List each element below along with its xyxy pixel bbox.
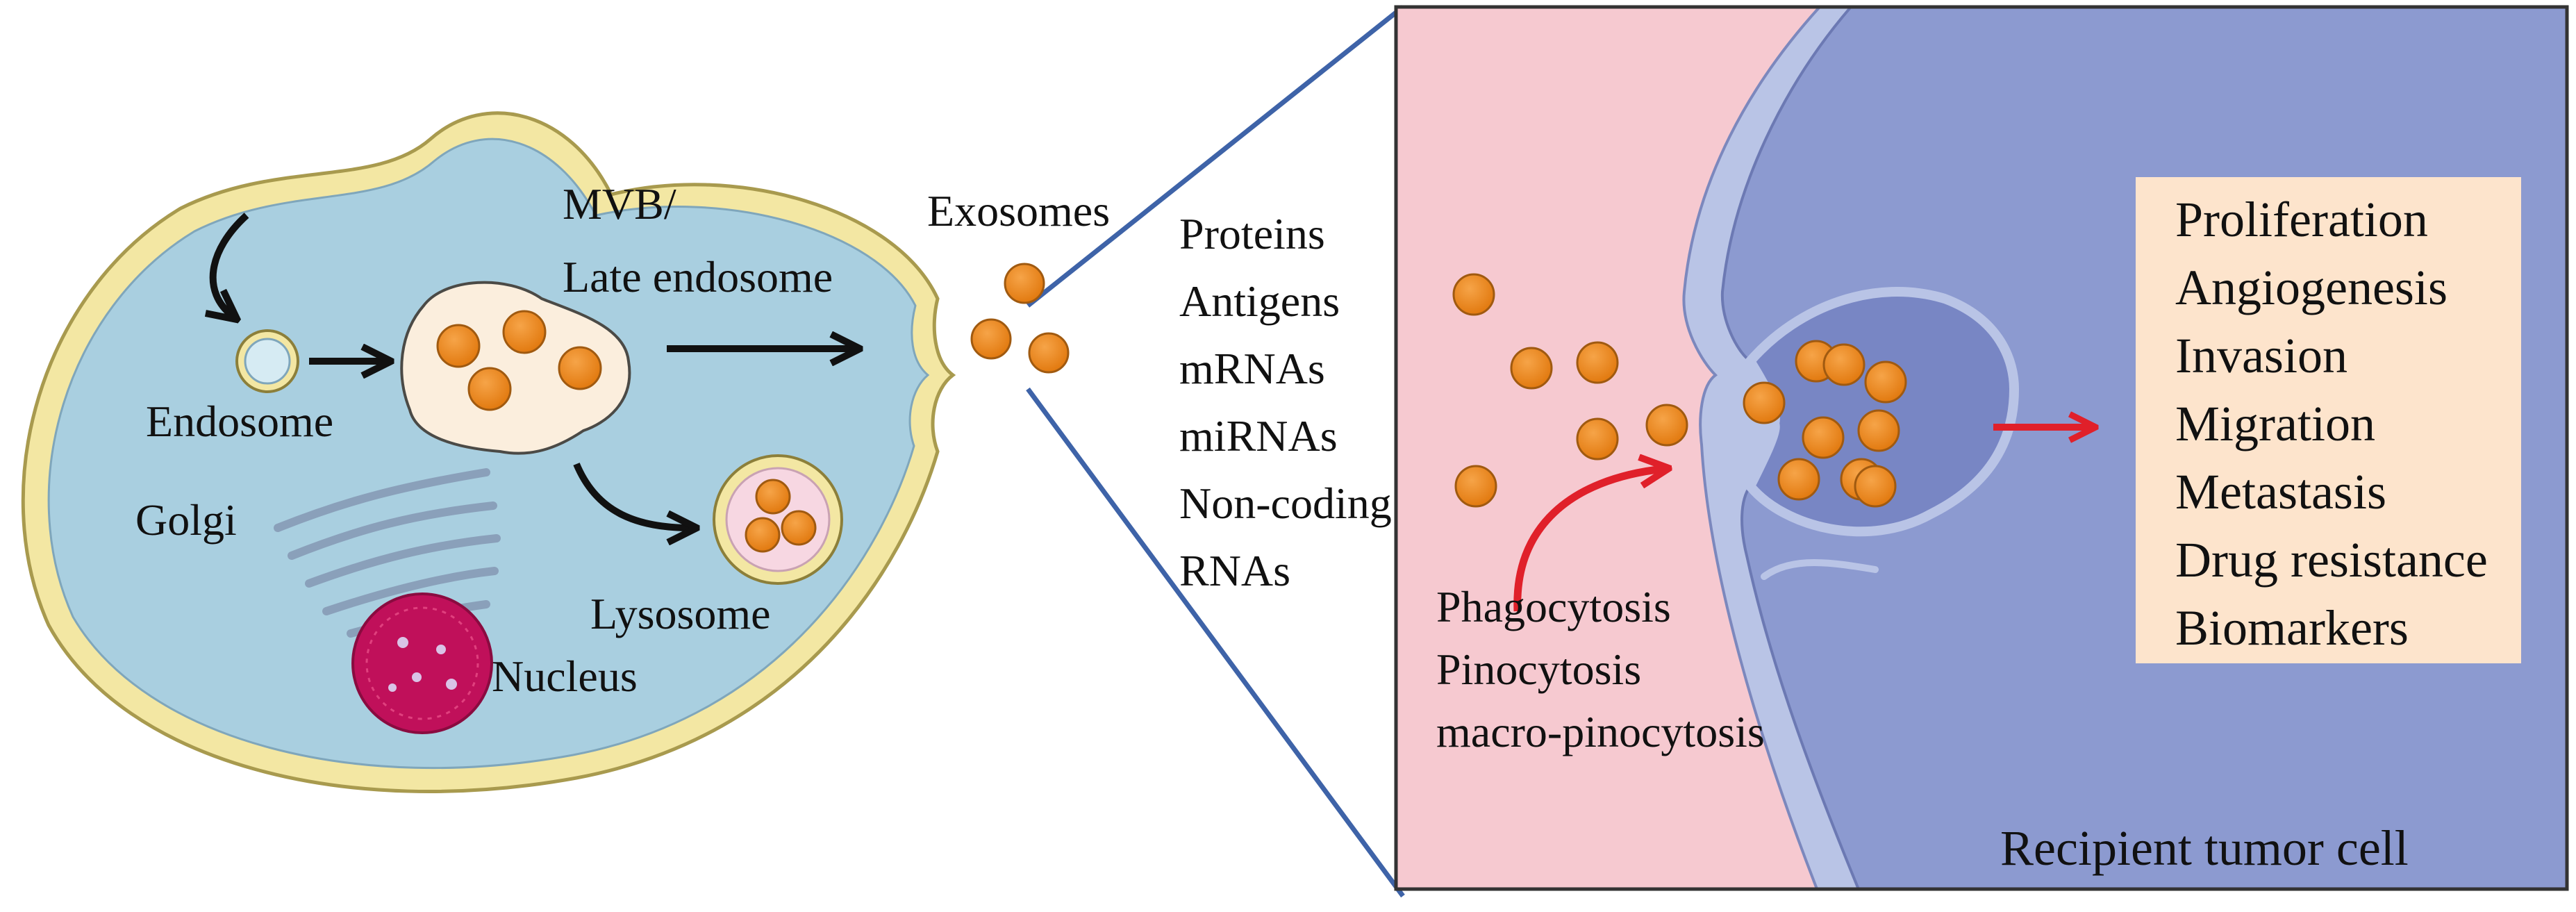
cargo-item: miRNAs (1179, 411, 1338, 461)
exosome-vesicle (755, 479, 791, 515)
panel-exosomes (1452, 273, 1907, 508)
exosome-vesicle (1004, 263, 1045, 304)
effect-item: Angiogenesis (2175, 260, 2448, 315)
effect-item: Proliferation (2175, 192, 2428, 247)
exosome-vesicle (1822, 343, 1865, 386)
exosome-vesicle (1802, 416, 1845, 459)
effect-item: Biomarkers (2175, 600, 2409, 656)
exosome-vesicle (1645, 404, 1688, 447)
effects-list: Proliferation Angiogenesis Invasion Migr… (2175, 192, 2488, 656)
label-lysosome: Lysosome (590, 589, 771, 638)
exosome-vesicle (1452, 273, 1495, 316)
arrow-to-endosome (213, 213, 249, 316)
cargo-item: RNAs (1179, 546, 1290, 595)
exosome-vesicle (502, 310, 547, 354)
label-endosome: Endosome (146, 397, 333, 446)
arrow-to-lysosome (573, 463, 691, 528)
nucleus (351, 592, 493, 734)
cargo-item: Proteins (1179, 209, 1325, 258)
exosome-vesicle (436, 324, 481, 368)
donor-exosomes (436, 310, 817, 553)
uptake-item: Phagocytosis (1436, 582, 1671, 631)
label-recipient-cell: Recipient tumor cell (2000, 820, 2409, 876)
exosome-vesicle (467, 367, 512, 411)
exosome-vesicle (745, 517, 781, 553)
effect-item: Metastasis (2175, 464, 2386, 520)
effect-item: Drug resistance (2175, 532, 2488, 588)
effect-item: Invasion (2175, 328, 2348, 383)
cargo-item: Non-coding (1179, 479, 1392, 528)
zoom-panel-frame (1394, 5, 2569, 891)
label-mvb: MVB/ (563, 179, 676, 229)
exosome-vesicle (781, 510, 817, 546)
cargo-item: mRNAs (1179, 344, 1325, 393)
exosome-vesicle (1576, 341, 1619, 384)
exosome-vesicle (1028, 332, 1070, 374)
cargo-list: Proteins Antigens mRNAs miRNAs Non-codin… (1179, 209, 1392, 595)
cargo-item: Antigens (1179, 276, 1340, 326)
effects-box (2136, 177, 2521, 663)
exosome-vesicle (1777, 458, 1820, 501)
exosome-vesicle (1743, 381, 1786, 424)
label-exosomes: Exosomes (927, 186, 1110, 235)
uptake-item: macro-pinocytosis (1436, 707, 1765, 756)
zoom-line-bottom (1026, 387, 1405, 898)
exosome-vesicle (970, 318, 1012, 360)
uptake-item: Pinocytosis (1436, 645, 1641, 694)
exosome-vesicle (1854, 465, 1897, 508)
label-nucleus: Nucleus (492, 652, 638, 701)
exosome-vesicle (1510, 347, 1553, 390)
label-golgi: Golgi (135, 495, 237, 545)
effect-item: Migration (2175, 396, 2375, 451)
donor-cell-cytoplasm (47, 138, 930, 770)
uptake-mechanisms: Phagocytosis Pinocytosis macro-pinocytos… (1436, 582, 1765, 756)
uptake-arrow (1513, 469, 1663, 612)
zoom-line-top (1026, 5, 1405, 308)
exosome-vesicle (1864, 360, 1907, 404)
released-exosomes (970, 263, 1070, 374)
exosome-vesicle (1576, 417, 1619, 461)
label-late-endosome: Late endosome (563, 252, 833, 301)
exosome-vesicle (1857, 409, 1900, 452)
exosome-vesicle (1454, 465, 1497, 508)
exosome-vesicle (558, 346, 602, 390)
